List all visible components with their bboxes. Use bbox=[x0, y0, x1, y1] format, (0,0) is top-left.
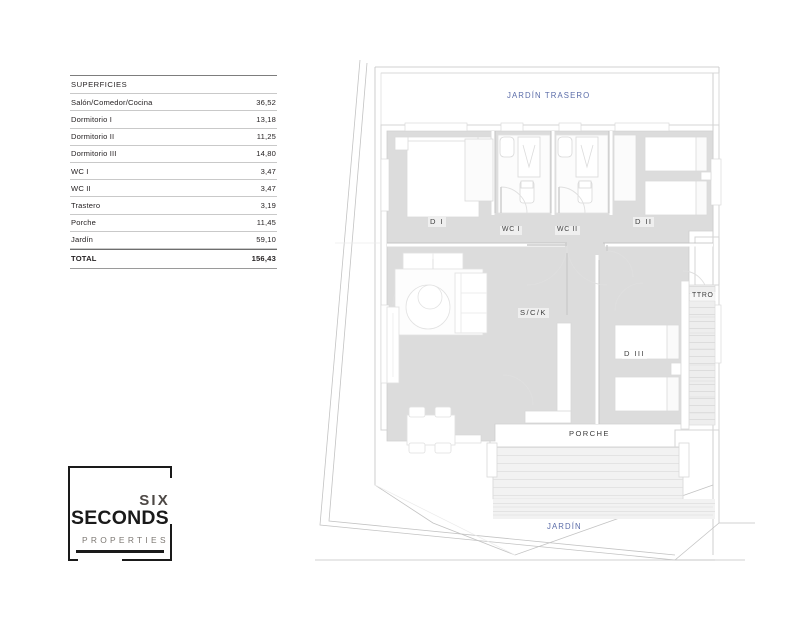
door-leaves bbox=[500, 187, 608, 251]
total-value: 156,43 bbox=[251, 254, 276, 264]
wc2-fixtures bbox=[555, 134, 609, 214]
bedroom3-furniture bbox=[614, 324, 682, 412]
row-label: Porche bbox=[71, 218, 96, 228]
row-value: 3,47 bbox=[260, 183, 276, 193]
label-wc-2: WC II bbox=[555, 226, 580, 235]
logo-line-six: SIX bbox=[139, 492, 170, 509]
row-value: 3,47 bbox=[260, 166, 276, 176]
table-row: WC II 3,47 bbox=[70, 180, 277, 198]
row-label: Trastero bbox=[71, 200, 101, 210]
partition-lines bbox=[387, 131, 713, 424]
table-row: Porche 11,45 bbox=[70, 215, 277, 232]
label-living-kitchen: S/C/K bbox=[518, 308, 549, 318]
floor-plan-svg bbox=[315, 59, 755, 561]
logo-underline bbox=[76, 550, 164, 553]
surfaces-table: SUPERFICIES Salón/Comedor/Cocina 36,52 D… bbox=[70, 75, 277, 269]
table-top-rule bbox=[70, 75, 277, 76]
door-swings bbox=[392, 186, 708, 406]
logo-frame-gap-right bbox=[168, 478, 173, 524]
plot-boundary bbox=[315, 59, 755, 561]
table-row: WC I 3,47 bbox=[70, 163, 277, 181]
table-total-row: TOTAL 156,43 bbox=[70, 248, 277, 269]
label-bedroom-3: D III bbox=[622, 349, 647, 359]
row-value: 59,10 bbox=[256, 235, 276, 245]
table-row: Dormitorio I 13,18 bbox=[70, 111, 277, 129]
table-row: Trastero 3,19 bbox=[70, 197, 277, 215]
table-row: Dormitorio II 11,25 bbox=[70, 129, 277, 146]
kitchen-wall-stub bbox=[524, 322, 572, 424]
lot-guide-lines bbox=[335, 242, 516, 556]
logo-line-properties: PROPERTIES bbox=[82, 535, 169, 545]
logo-line-seconds: SECONDS bbox=[71, 507, 169, 529]
table-header-row: SUPERFICIES bbox=[70, 76, 277, 95]
table-row: Dormitorio III 14,80 bbox=[70, 146, 277, 163]
floor-plan: JARDÍN TRASERO D I WC I WC II D II S/C/K… bbox=[315, 55, 785, 575]
row-value: 13,18 bbox=[256, 114, 276, 124]
bedroom2-furniture bbox=[613, 134, 712, 216]
label-jardin: JARDÍN bbox=[547, 522, 582, 531]
storage-area bbox=[680, 280, 716, 430]
porch-area bbox=[486, 442, 715, 519]
row-value: 11,45 bbox=[256, 218, 276, 228]
label-porch: PORCHE bbox=[567, 429, 612, 439]
total-label: TOTAL bbox=[71, 254, 97, 264]
row-label: WC I bbox=[71, 166, 89, 176]
logo-frame-gap-bottom bbox=[78, 557, 122, 562]
row-label: Jardín bbox=[71, 235, 94, 245]
label-jardin-trasero: JARDÍN TRASERO bbox=[507, 91, 591, 100]
row-value: 11,25 bbox=[256, 132, 276, 142]
row-label: Dormitorio II bbox=[71, 132, 115, 142]
row-label: WC II bbox=[71, 183, 91, 193]
row-label: Salón/Comedor/Cocina bbox=[71, 97, 153, 107]
bedroom1-furniture bbox=[394, 136, 494, 218]
table-row: Jardín 59,10 bbox=[70, 232, 277, 249]
label-storage: TTRO bbox=[690, 292, 716, 301]
row-label: Dormitorio III bbox=[71, 149, 117, 159]
row-value: 3,19 bbox=[260, 200, 276, 210]
table-row: Salón/Comedor/Cocina 36,52 bbox=[70, 94, 277, 112]
row-label: Dormitorio I bbox=[71, 114, 113, 124]
label-wc-1: WC I bbox=[500, 226, 523, 235]
company-logo: SIX SECONDS PROPERTIES bbox=[68, 466, 173, 562]
table-header-label: SUPERFICIES bbox=[71, 80, 128, 89]
row-value: 14,80 bbox=[256, 149, 276, 159]
label-bedroom-1: D I bbox=[428, 217, 446, 227]
row-value: 36,52 bbox=[256, 97, 276, 107]
entry-closet bbox=[386, 306, 400, 384]
label-bedroom-2: D II bbox=[633, 217, 655, 227]
side-steps bbox=[689, 300, 715, 414]
living-furniture bbox=[394, 252, 488, 454]
